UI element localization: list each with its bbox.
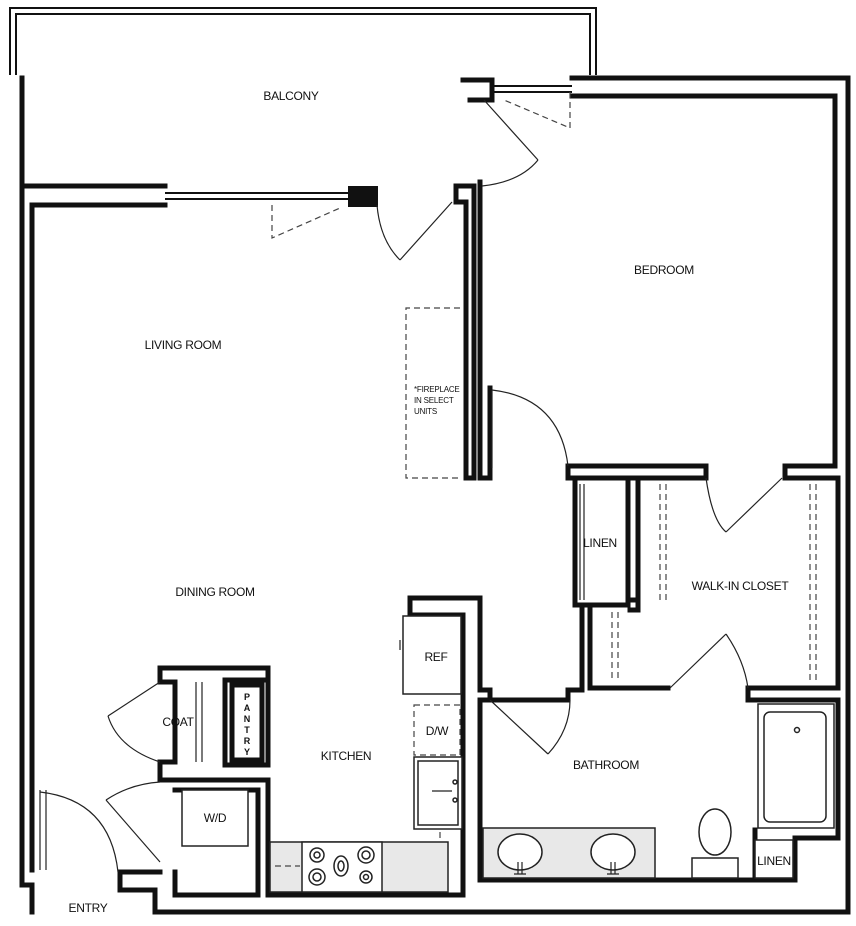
bathroom-fixtures: [482, 703, 835, 879]
fireplace-outline: [405, 307, 460, 479]
doors: [39, 92, 817, 873]
washer-dryer: [181, 789, 249, 847]
svg-text:T: T: [244, 725, 250, 735]
dishwasher: [413, 704, 461, 756]
balcony-railing: [9, 7, 597, 75]
label-balcony: BALCONY: [263, 89, 319, 103]
label-dining-room: DINING ROOM: [175, 585, 255, 599]
svg-text:Y: Y: [244, 747, 250, 757]
svg-text:N: N: [244, 714, 251, 724]
label-linen-bath: LINEN: [757, 854, 791, 868]
label-bedroom: BEDROOM: [634, 263, 694, 277]
fireplace-note: *FIREPLACE IN SELECT UNITS: [414, 385, 460, 416]
label-dw: D/W: [426, 724, 449, 738]
label-wd: W/D: [204, 811, 227, 825]
label-coat: COAT: [162, 715, 194, 729]
label-ref: REF: [424, 650, 447, 664]
label-entry: ENTRY: [69, 901, 108, 915]
label-kitchen: KITCHEN: [321, 749, 372, 763]
svg-text:*FIREPLACE: *FIREPLACE: [414, 385, 460, 394]
label-walk-in-closet: WALK-IN CLOSET: [692, 579, 790, 593]
svg-text:A: A: [244, 703, 251, 713]
svg-text:P: P: [244, 692, 250, 702]
linen-bath-box: [754, 839, 794, 879]
svg-text:UNITS: UNITS: [414, 407, 437, 416]
kitchen-fixtures: [269, 615, 463, 893]
toilet: [698, 808, 732, 856]
refrigerator: [402, 615, 462, 695]
svg-text:R: R: [244, 736, 251, 746]
label-bathroom: BATHROOM: [573, 758, 639, 772]
label-pantry: P A N T R Y: [244, 692, 251, 757]
svg-text:IN SELECT: IN SELECT: [414, 396, 454, 405]
label-living-room: LIVING ROOM: [145, 338, 222, 352]
walls: [19, 75, 851, 915]
label-linen-hall: LINEN: [583, 536, 617, 550]
